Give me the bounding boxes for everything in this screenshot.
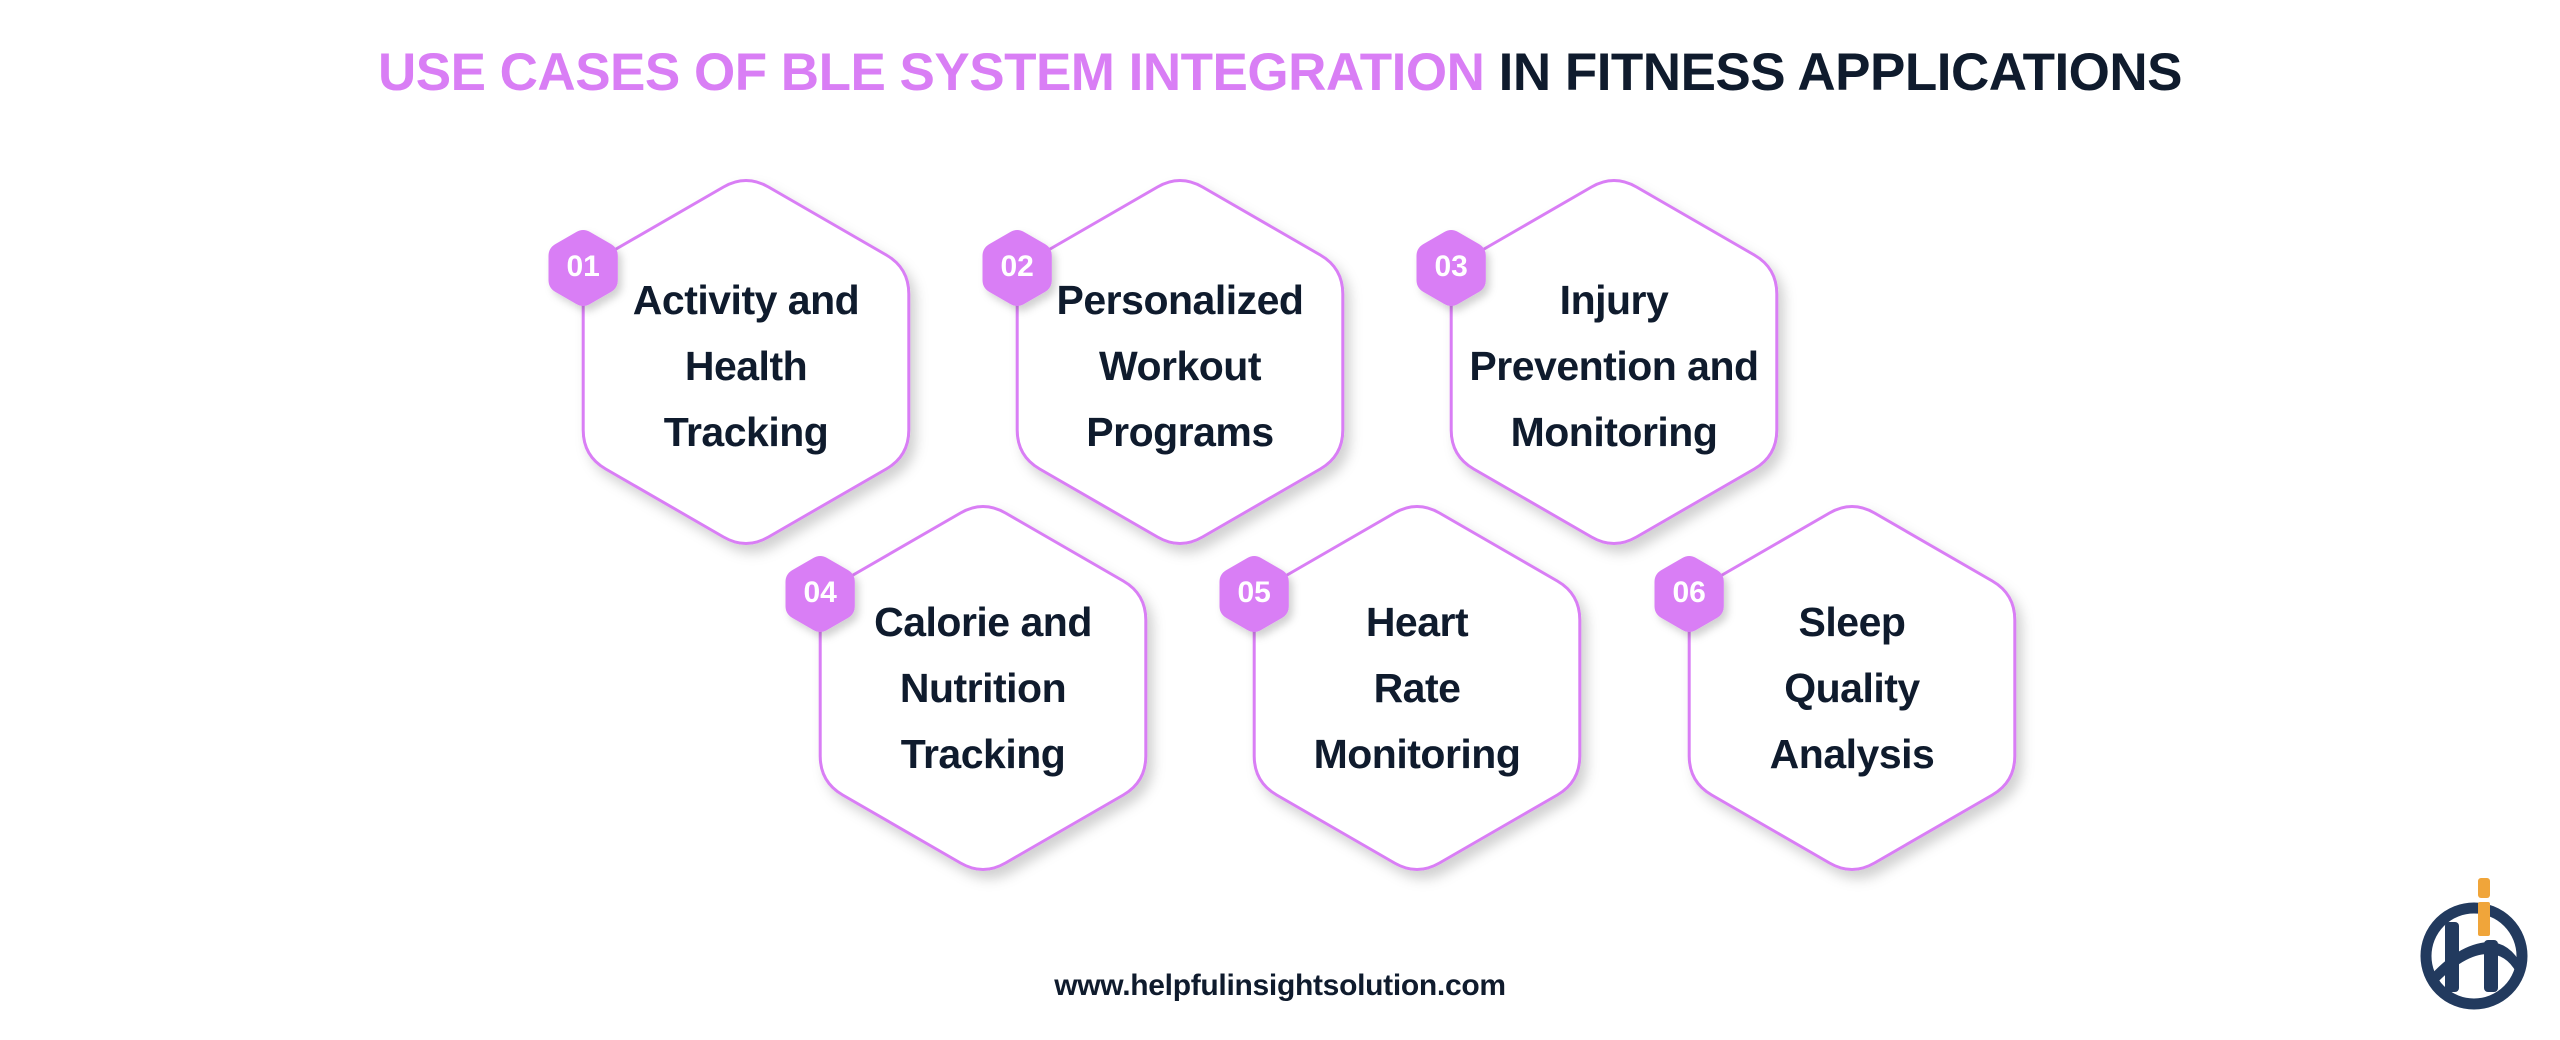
use-case-label-line: Heart bbox=[1365, 599, 1469, 645]
badge-number: 03 bbox=[1434, 250, 1468, 283]
badge-number: 04 bbox=[803, 576, 837, 609]
website-url[interactable]: www.helpfulinsightsolution.com bbox=[1054, 969, 1506, 1002]
number-badge-hexagon bbox=[982, 230, 1052, 306]
page-title: USE CASES OF BLE SYSTEM INTEGRATION IN F… bbox=[0, 40, 2560, 106]
number-badge-hexagon bbox=[548, 230, 618, 306]
use-case-label-line: Sleep bbox=[1798, 599, 1906, 645]
number-badge-hexagon bbox=[1654, 556, 1724, 632]
use-case-label-line: Quality bbox=[1784, 665, 1920, 711]
use-case-label-line: Nutrition bbox=[899, 665, 1067, 711]
use-case-label-line: Monitoring bbox=[1510, 409, 1718, 455]
use-case-label-line: Monitoring bbox=[1313, 731, 1521, 777]
title-dark: IN FITNESS APPLICATIONS bbox=[1498, 43, 2183, 102]
helpful-insight-logo-icon bbox=[2420, 878, 2528, 1010]
badge-number: 05 bbox=[1237, 576, 1271, 609]
number-badge-hexagon bbox=[785, 556, 855, 632]
badge-number: 01 bbox=[566, 250, 600, 283]
number-badge-hexagon bbox=[1219, 556, 1289, 632]
badge-number: 06 bbox=[1672, 576, 1706, 609]
number-badge-hexagon bbox=[1416, 230, 1486, 306]
title-accent: USE CASES OF BLE SYSTEM INTEGRATION bbox=[377, 43, 1485, 102]
use-case-label-line: Rate bbox=[1373, 665, 1461, 711]
badge-number: 02 bbox=[1000, 250, 1034, 283]
use-case-label-line: Workout bbox=[1098, 343, 1262, 389]
use-case-label-line: Tracking bbox=[900, 731, 1066, 777]
use-case-label-line: Activity and bbox=[632, 277, 860, 323]
use-case-label-line: Programs bbox=[1086, 409, 1274, 455]
use-case-label-line: Health bbox=[684, 343, 808, 389]
use-case-label-line: Injury bbox=[1559, 277, 1669, 323]
use-case-label-line: Calorie and bbox=[874, 599, 1092, 645]
use-case-label-line: Tracking bbox=[663, 409, 829, 455]
use-case-label-line: Prevention and bbox=[1469, 343, 1759, 389]
use-case-label-line: Personalized bbox=[1056, 277, 1304, 323]
use-case-label-line: Analysis bbox=[1769, 731, 1935, 777]
